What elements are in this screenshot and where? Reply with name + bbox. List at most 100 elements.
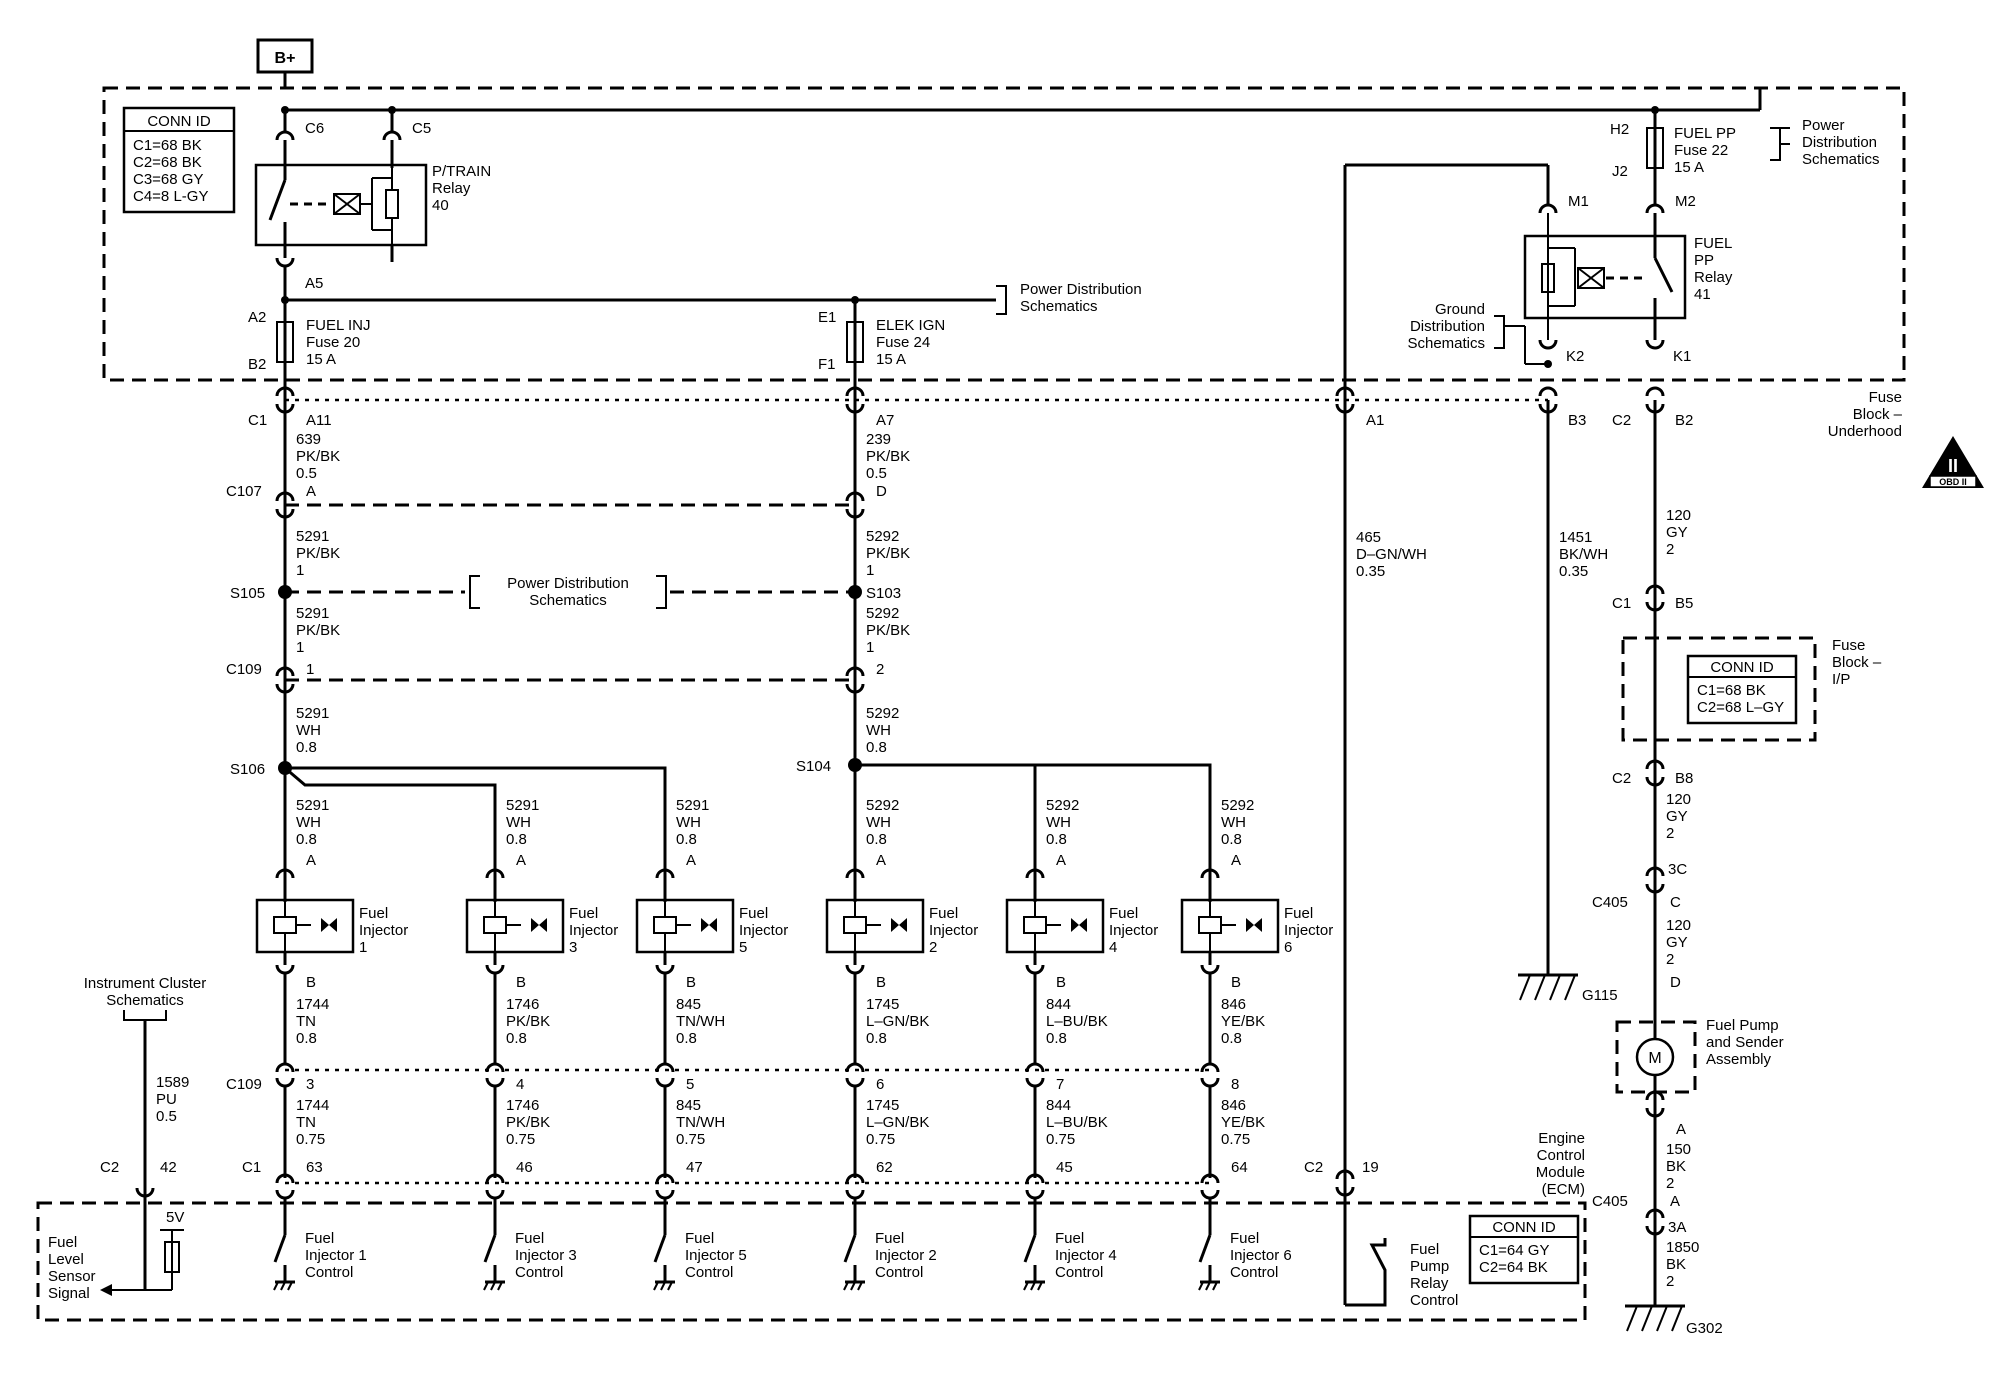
connector-terminal — [485, 1173, 505, 1184]
connector-terminal — [845, 1173, 865, 1184]
wire-label: PK/BK — [296, 622, 340, 639]
ground-distribution-ref: Distribution — [1410, 318, 1485, 335]
fuel-pp-relay-label: PP — [1694, 252, 1714, 269]
wire-label: 0.8 — [676, 1030, 697, 1047]
pin-label: 8 — [1231, 1076, 1239, 1093]
fuel-pp-relay — [1343, 163, 1687, 400]
injector-5-supply-branch — [285, 766, 667, 902]
fuel-pp-relay-label: Relay — [1694, 269, 1733, 286]
connector-terminal — [845, 1062, 865, 1073]
connector-terminal — [485, 868, 505, 879]
connector-label: C1 — [248, 412, 267, 429]
fuel-level-sensor-label: Signal — [48, 1285, 90, 1302]
connector-terminal — [1025, 1173, 1045, 1184]
pin-label: 7 — [1056, 1076, 1064, 1093]
fuse-label: 15 A — [306, 351, 336, 368]
pin-label: C — [1670, 894, 1681, 911]
wire-label: 465 — [1356, 529, 1381, 546]
power-distribution-ref: Power Distribution — [507, 575, 629, 592]
wire-label: 0.5 — [296, 465, 317, 482]
pin-label: 42 — [160, 1159, 177, 1176]
fuel-injector-label: 3 — [569, 939, 577, 956]
conn-id-line: C1=68 BK — [133, 137, 202, 154]
fuel-injector-label: Fuel — [929, 905, 958, 922]
wire-label: TN/WH — [676, 1013, 725, 1030]
splice-s105 — [278, 585, 292, 599]
valve-icon — [1079, 918, 1087, 932]
wire-label: 5291 — [506, 797, 539, 814]
pin-label: 3A — [1668, 1219, 1686, 1236]
fuel-pump-label: Assembly — [1706, 1051, 1772, 1068]
connector-terminal — [275, 1077, 295, 1088]
connector-terminal — [1645, 386, 1665, 397]
valve-icon — [701, 918, 709, 932]
injector-group: 5291WH0.8AFuelInjector1B1744TN0.831744TN… — [255, 797, 1333, 1291]
pin-label: 3C — [1668, 861, 1687, 878]
connector-label: C107 — [226, 483, 262, 500]
wire-label: 5292 — [1046, 797, 1079, 814]
wire-label: WH — [296, 722, 321, 739]
solenoid-icon — [843, 916, 867, 934]
valve-icon — [1246, 918, 1254, 932]
pin-label: K1 — [1673, 348, 1691, 365]
fuel-inj-fuse-icon — [276, 321, 294, 363]
pin-label: B — [686, 974, 696, 991]
ground-icon — [1023, 1281, 1029, 1291]
wire-label: 845 — [676, 1097, 701, 1114]
ecm-label: Control — [1537, 1147, 1585, 1164]
wire-label: GY — [1666, 524, 1688, 541]
ground-icon — [287, 1281, 293, 1291]
connector-terminal — [1645, 403, 1665, 414]
fuse-label: 15 A — [1674, 159, 1704, 176]
ground-label: G302 — [1686, 1320, 1723, 1337]
wire-label: 0.75 — [1221, 1131, 1250, 1148]
wire-label: 0.75 — [676, 1131, 705, 1148]
connector-terminal — [845, 868, 865, 879]
wire-label: 1745 — [866, 996, 899, 1013]
wire-label: 5291 — [296, 528, 329, 545]
wire-label: 0.8 — [296, 831, 317, 848]
solenoid-icon — [273, 916, 297, 934]
power-distribution-ref: Power Distribution — [1020, 281, 1142, 298]
fuel-injector-label: Fuel — [739, 905, 768, 922]
ecm-function-label: Fuel — [685, 1230, 714, 1247]
wire-label: 2 — [1666, 951, 1674, 968]
power-distribution-ref: Distribution — [1802, 134, 1877, 151]
ground-icon — [490, 1281, 496, 1291]
fuel-pump-relay-control-switch — [1345, 1238, 1387, 1307]
ptrain-relay-label: Relay — [432, 180, 471, 197]
connector-label: C2 — [100, 1159, 119, 1176]
wire-label: WH — [296, 814, 321, 831]
ground-distribution-ref: Schematics — [1407, 335, 1485, 352]
fuse-label: FUEL INJ — [306, 317, 370, 334]
ground-icon — [497, 1281, 503, 1291]
pin-label: M1 — [1568, 193, 1589, 210]
pin-label: 63 — [306, 1159, 323, 1176]
splice-label: S105 — [230, 585, 265, 602]
ecm-function-label: Fuel — [515, 1230, 544, 1247]
ecm-function-label: Fuel — [1230, 1230, 1259, 1247]
connector-terminal — [1025, 1189, 1045, 1200]
wire-label: 0.75 — [506, 1131, 535, 1148]
wire-label: TN — [296, 1013, 316, 1030]
wire-label: PK/BK — [296, 545, 340, 562]
pin-label: C2 — [1612, 770, 1631, 787]
wire-label: PK/BK — [506, 1013, 550, 1030]
pin-label: 46 — [516, 1159, 533, 1176]
instrument-cluster-ref: Instrument Cluster — [84, 975, 207, 992]
connector-terminal — [1200, 964, 1220, 975]
fuel-injector-6-icon — [1180, 898, 1280, 954]
ecm-function-label: Fuel — [1055, 1230, 1084, 1247]
wire-label: 0.8 — [1221, 1030, 1242, 1047]
connector-terminal — [1200, 868, 1220, 879]
wire-label: 844 — [1046, 996, 1071, 1013]
battery-positive-label: B+ — [275, 50, 296, 67]
fuel-injector-3-icon — [465, 898, 565, 954]
obd-label: OBD II — [1939, 477, 1967, 487]
power-distribution-ref: Schematics — [1802, 151, 1880, 168]
connector-terminal — [1645, 601, 1665, 612]
fuse-label: FUEL PP — [1674, 125, 1736, 142]
valve-icon — [891, 918, 899, 932]
pin-label: A — [306, 852, 316, 869]
